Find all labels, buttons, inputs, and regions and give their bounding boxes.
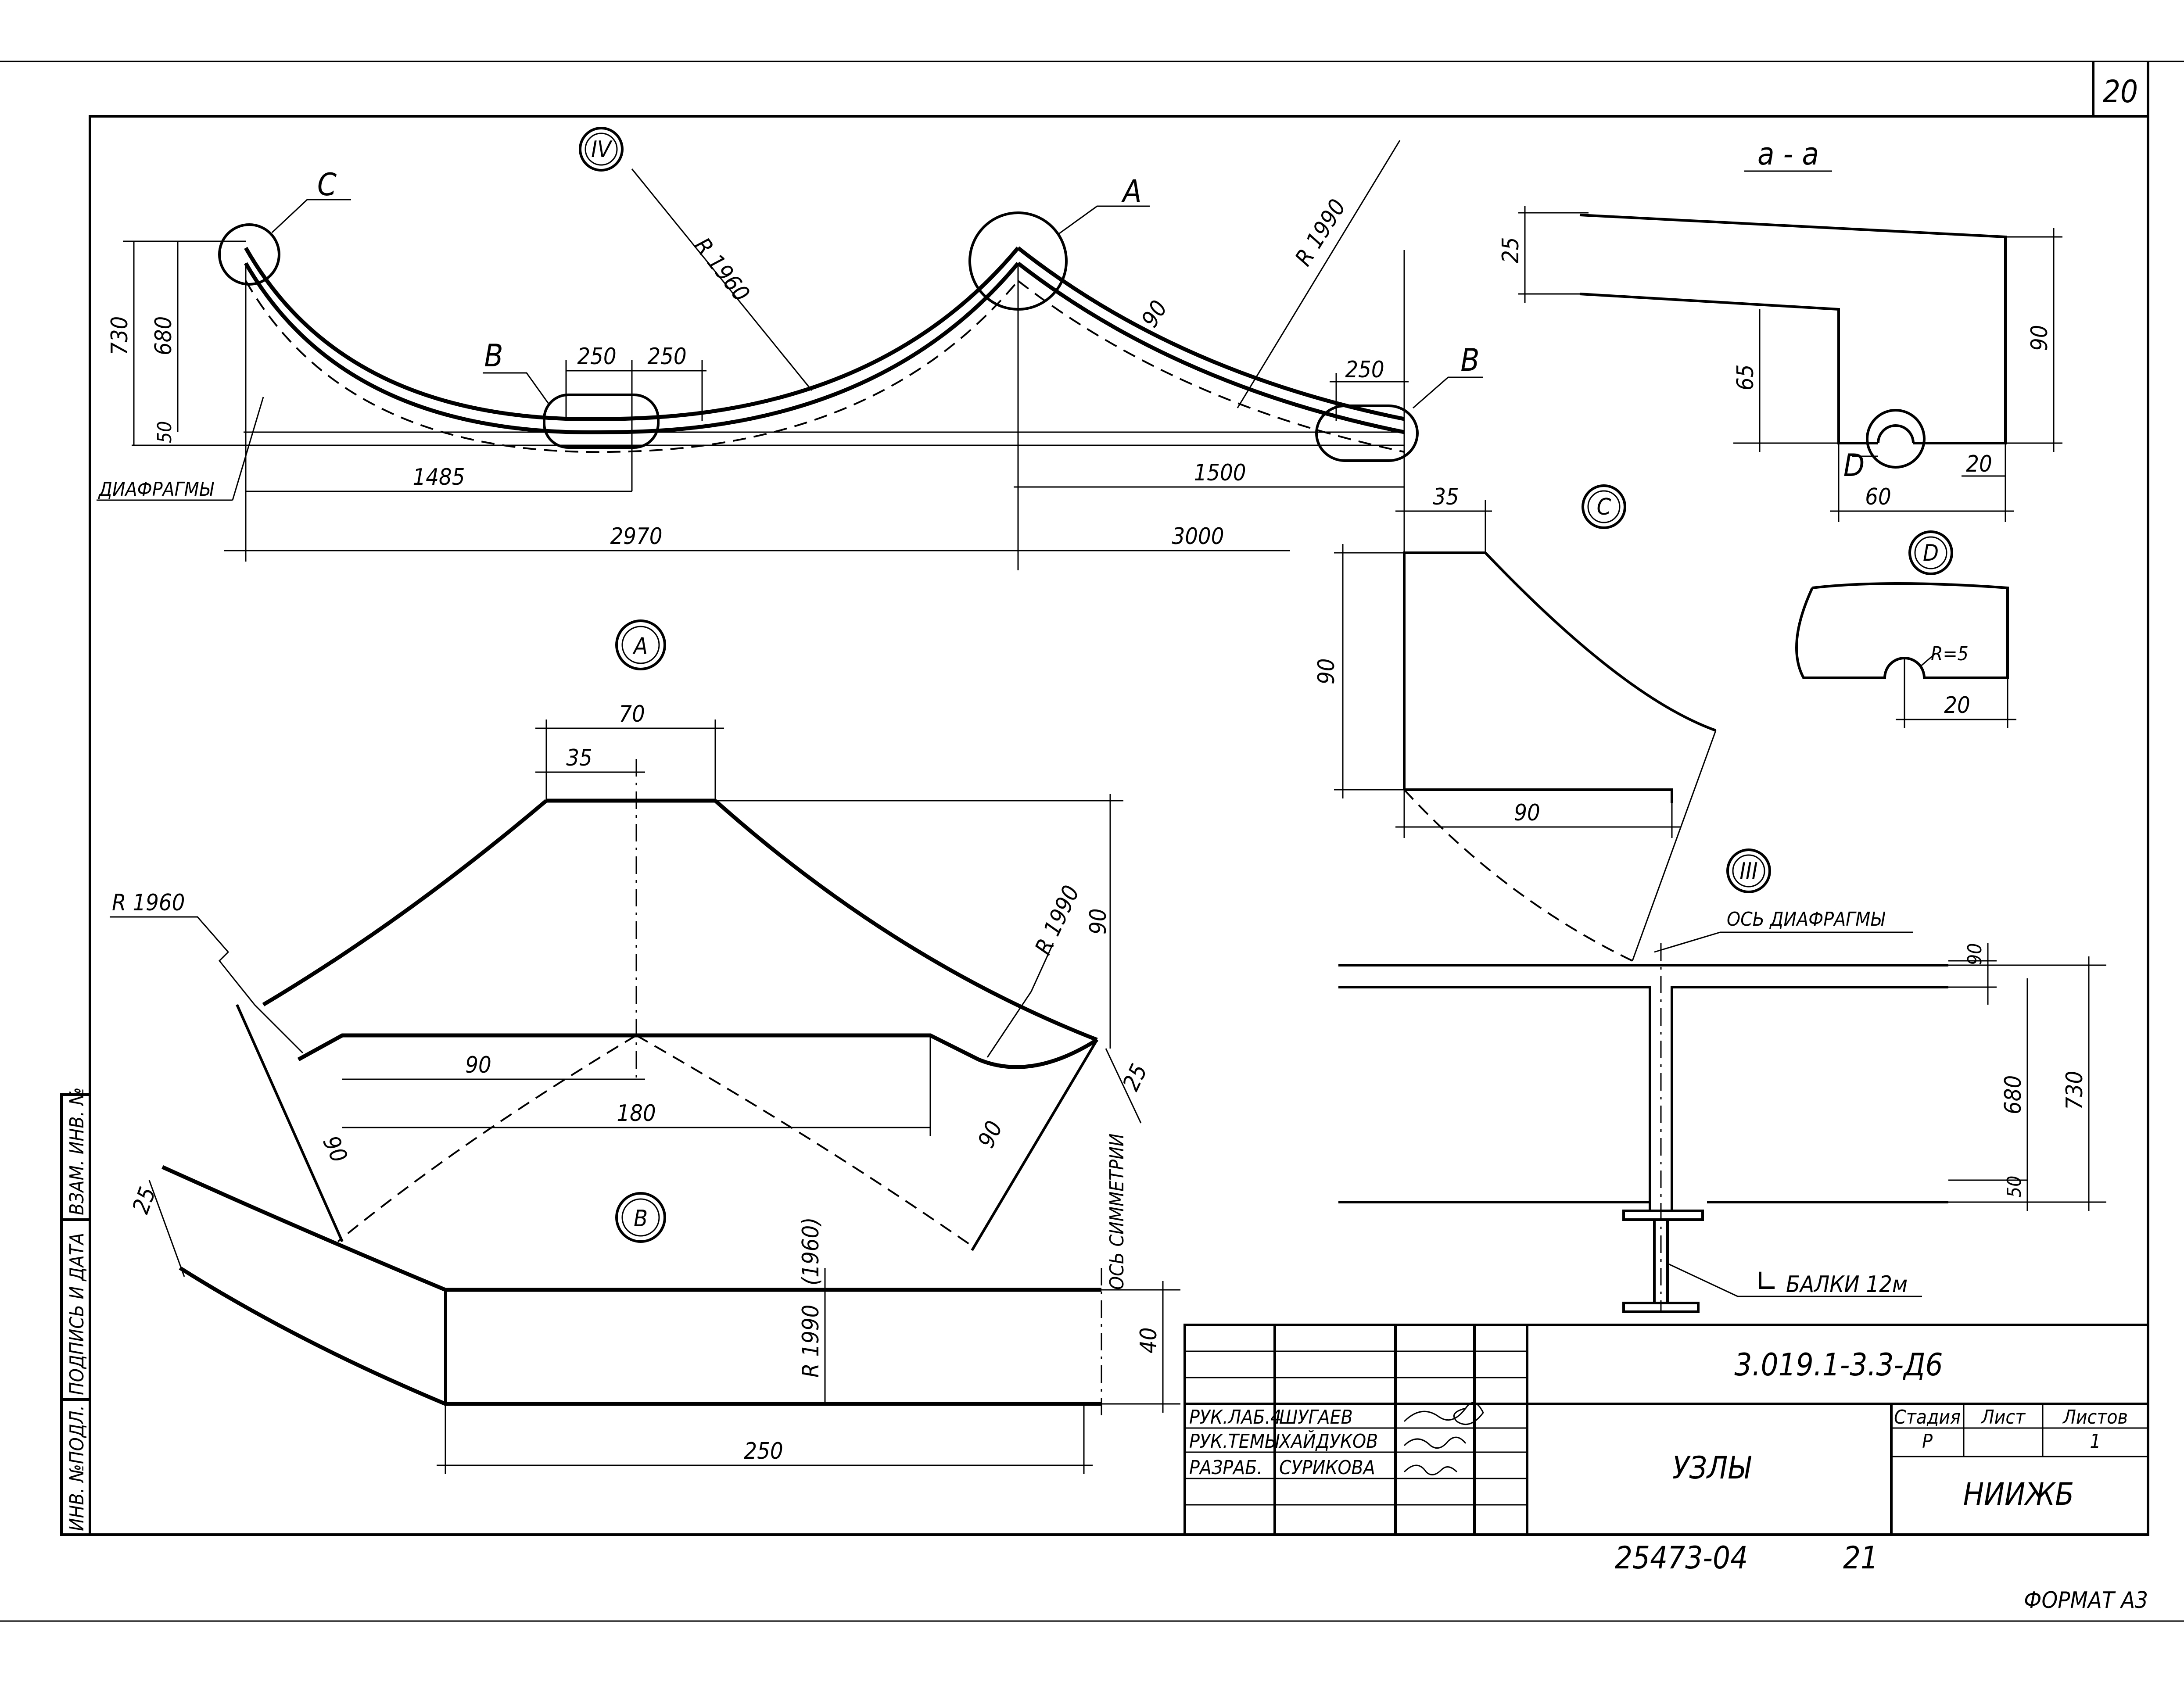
iii-beam-symbol: ∟ [1755, 1264, 1779, 1299]
node-b-right-label: B [1460, 342, 1479, 378]
drawing-title: УЗЛЫ [1672, 1450, 1751, 1486]
detail-d: D 20 R=5 [1795, 530, 2016, 728]
sheet-header: Лист [1980, 1406, 2026, 1428]
detail-b-title: B [634, 1206, 648, 1232]
person-role-2: РУК.ТЕМЫ [1189, 1430, 1280, 1453]
side-stamp-replace: ВЗАМ. ИНВ. № [66, 1087, 88, 1215]
a-d35: 35 [566, 745, 592, 771]
main-w250b: 250 [647, 344, 686, 370]
node-iv-label: IV [591, 136, 613, 163]
node-iv-circle [579, 127, 624, 172]
signature-3 [1403, 1464, 1458, 1475]
doc-code: 3.019.1-3.3-Д6 [1734, 1347, 1943, 1383]
detail-c: C 35 90 90 [1313, 483, 1717, 962]
a-d180: 180 [617, 1100, 656, 1127]
organization: НИИЖБ [1963, 1476, 2074, 1512]
signature-1 [1403, 1402, 1484, 1425]
node-b-left-label: B [484, 338, 503, 374]
main-w250c: 250 [1345, 357, 1384, 383]
b-r1960: (1960) [798, 1217, 824, 1285]
person-name-2: ХАЙДУКОВ [1278, 1429, 1378, 1453]
a-d90: 90 [465, 1052, 491, 1078]
a-r1990: R 1990 [1030, 881, 1085, 959]
main-w1500: 1500 [1194, 460, 1246, 486]
main-h50: 50 [154, 421, 176, 443]
stage-value: Р [1922, 1430, 1933, 1453]
b-d40: 40 [1136, 1327, 1162, 1353]
aa-d60: 60 [1865, 484, 1891, 510]
node-a-label: A [1121, 173, 1141, 209]
aa-d25: 25 [1498, 237, 1524, 263]
main-w1485: 1485 [412, 464, 465, 490]
detail-a: A 70 35 90 90 180 R 1960 R 1990 25 90 90 [110, 619, 1153, 1251]
c-d35: 35 [1433, 484, 1459, 510]
sheet-format: ФОРМАТ А3 [2024, 1587, 2148, 1614]
iii-diaphragm-axis: ОСЬ ДИАФРАГМЫ [1727, 908, 1885, 931]
side-stamp: ИНВ. №ПОДЛ. ПОДПИСЬ И ДАТА ВЗАМ. ИНВ. № [60, 1087, 91, 1536]
c-d90v: 90 [1313, 658, 1340, 684]
section-aa-title: а - а [1757, 136, 1819, 172]
b-d25: 25 [128, 1184, 161, 1217]
b-d250: 250 [744, 1438, 783, 1464]
detail-b: B 25 R 1990 (1960) 40 250 ОСЬ СИММЕТРИИ [128, 1134, 1180, 1474]
d-r5: R=5 [1931, 643, 1969, 665]
main-w3000: 3000 [1172, 523, 1224, 550]
a-d90l: 90 [317, 1132, 352, 1167]
c-d90h: 90 [1514, 800, 1540, 826]
person-role-1: РУК.ЛАБ.4 [1189, 1406, 1281, 1428]
archive-page: 21 [1843, 1540, 1878, 1576]
person-name-1: ШУГАЕВ [1279, 1406, 1353, 1428]
a-d70: 70 [619, 701, 645, 727]
section-aa: а - а 25 65 90 60 20 D [1498, 136, 2062, 522]
main-r1960: R 1960 [689, 233, 755, 307]
iii-d680: 680 [2000, 1075, 2026, 1114]
a-r1960: R 1960 [112, 890, 185, 916]
node-c-label: C [317, 167, 337, 203]
iii-d730: 730 [2062, 1071, 2088, 1110]
sheets-header: Листов [2062, 1406, 2128, 1428]
main-r1990: R 1990 [1290, 195, 1351, 271]
archive-number: 25473-04 [1615, 1540, 1748, 1576]
detail-d-title: D [1923, 540, 1939, 566]
side-stamp-sign: ПОДПИСЬ И ДАТА [66, 1233, 88, 1395]
iii-beam: БАЛКИ 12м [1786, 1271, 1908, 1298]
iii-d90: 90 [1964, 943, 1986, 965]
sheet-number: 20 [2103, 74, 2138, 110]
main-w2970: 2970 [610, 523, 662, 550]
title-block: 3.019.1-3.3-Д6 УЗЛЫ НИИЖБ Стадия Лист Ли… [1183, 1324, 2149, 1536]
side-stamp-inv: ИНВ. №ПОДЛ. [66, 1405, 88, 1531]
person-role-3: РАЗРАБ. [1189, 1457, 1262, 1479]
sheets-value: 1 [2090, 1430, 2101, 1453]
person-name-3: СУРИКОВА [1279, 1457, 1375, 1479]
detail-iii: III ОСЬ ДИАФРАГМЫ ∟ БАЛКИ 12м 90 680 730… [1338, 848, 2106, 1313]
aa-node-d: D [1843, 447, 1865, 483]
iii-d50: 50 [2003, 1176, 2026, 1198]
main-w250a: 250 [577, 344, 616, 370]
a-d25: 25 [1118, 1060, 1153, 1095]
d-d20: 20 [1944, 692, 1970, 719]
signature-2 [1403, 1436, 1467, 1449]
sheet-frame: 20 [0, 61, 2184, 1622]
b-symmetry-axis: ОСЬ СИММЕТРИИ [1106, 1134, 1128, 1290]
main-h680: 680 [151, 316, 177, 355]
b-r1990: R 1990 [798, 1305, 824, 1378]
a-d90r: 90 [973, 1117, 1008, 1152]
aa-d20: 20 [1966, 451, 1992, 477]
stage-header: Стадия [1894, 1406, 1961, 1428]
main-view: IV C A B B R 1960 R 1990 90 730 [97, 127, 1483, 570]
main-h730: 730 [107, 316, 133, 355]
a-d90v: 90 [1085, 908, 1112, 934]
detail-iii-title: III [1739, 858, 1757, 884]
main-diaphragms: ДИАФРАГМЫ [98, 478, 214, 501]
aa-d90: 90 [2026, 325, 2053, 351]
detail-c-title: C [1597, 494, 1611, 520]
aa-d65: 65 [1732, 364, 1759, 390]
detail-a-title: A [632, 633, 648, 659]
